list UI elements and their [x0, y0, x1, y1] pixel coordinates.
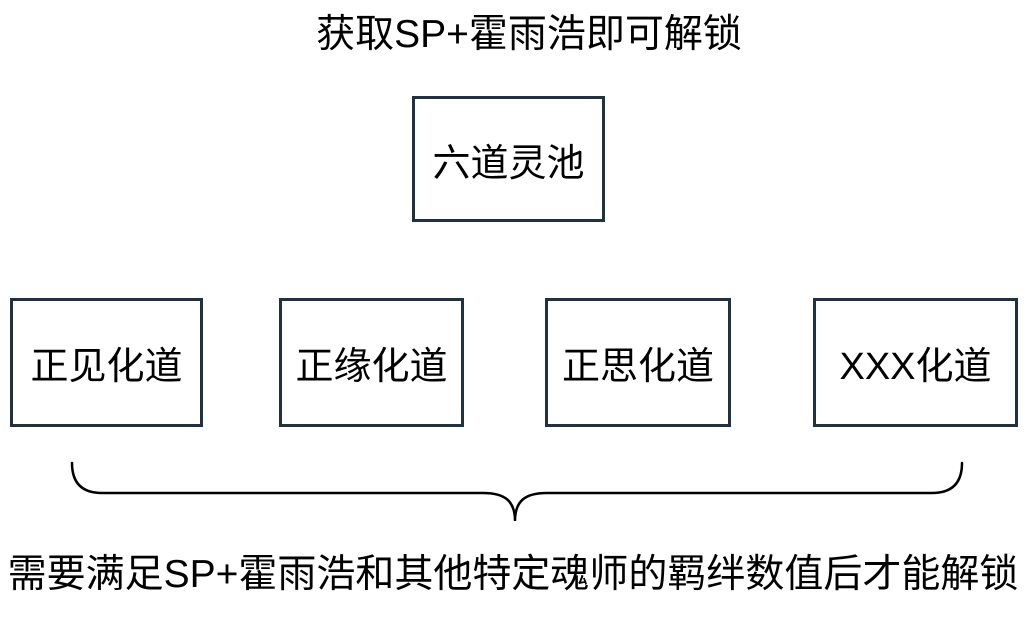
node-child-3-label: 正思化道 — [561, 346, 714, 388]
diagram-footnote: 需要满足SP+霍雨浩和其他特定魂师的羁绊数值后才能解锁 — [7, 553, 1019, 596]
node-child-3: 正思化道 — [545, 298, 731, 427]
diagram-title: 获取SP+霍雨浩即可解锁 — [316, 13, 742, 56]
node-child-2-label: 正缘化道 — [295, 346, 448, 388]
curly-brace-path — [70, 461, 964, 522]
node-child-1-label: 正见化道 — [30, 346, 183, 388]
node-root-label: 六道灵池 — [432, 142, 585, 185]
node-child-2: 正缘化道 — [279, 298, 464, 427]
node-child-4-label: XXX化道 — [839, 346, 992, 388]
node-child-4: XXX化道 — [813, 298, 1018, 427]
node-child-1: 正见化道 — [10, 298, 203, 427]
node-root: 六道灵池 — [412, 96, 605, 222]
